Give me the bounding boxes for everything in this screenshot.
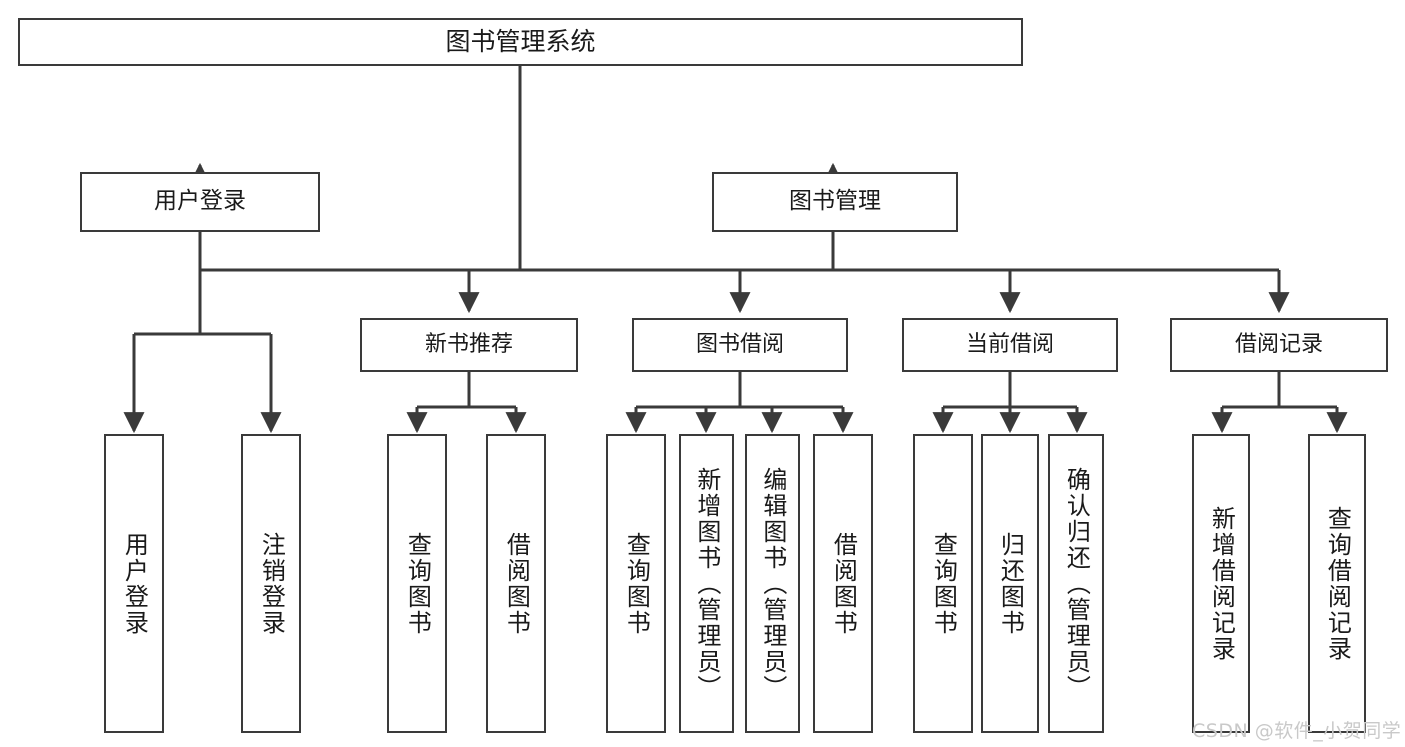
- node-book-borrow[interactable]: 图书借阅: [632, 318, 848, 372]
- leaf-borrow-book-1-label: 借阅图书: [502, 531, 531, 636]
- leaf-user-login[interactable]: 用户登录: [104, 434, 164, 733]
- node-new-book-recommend-label: 新书推荐: [424, 331, 513, 357]
- leaf-query-book-1-label: 查询图书: [403, 531, 432, 636]
- leaf-add-record[interactable]: 新增借阅记录: [1192, 434, 1250, 733]
- csdn-watermark: CSDN @软件_小贺同学: [1192, 720, 1402, 742]
- leaf-query-book-3[interactable]: 查询图书: [913, 434, 973, 733]
- node-borrow-record-label: 借阅记录: [1234, 331, 1323, 357]
- leaf-add-book[interactable]: 新增图书（管理员）: [679, 434, 734, 733]
- node-root[interactable]: 图书管理系统: [18, 18, 1023, 66]
- node-current-borrow[interactable]: 当前借阅: [902, 318, 1118, 372]
- leaf-borrow-book-1[interactable]: 借阅图书: [486, 434, 546, 733]
- node-book-management[interactable]: 图书管理: [712, 172, 958, 232]
- leaf-query-record[interactable]: 查询借阅记录: [1308, 434, 1366, 733]
- leaf-return-book-label: 归还图书: [996, 531, 1025, 636]
- leaf-user-login-label: 用户登录: [120, 531, 149, 636]
- node-new-book-recommend[interactable]: 新书推荐: [360, 318, 578, 372]
- leaf-return-book[interactable]: 归还图书: [981, 434, 1039, 733]
- leaf-confirm-return-label: 确认归还（管理员）: [1062, 466, 1091, 701]
- leaf-add-record-label: 新增借阅记录: [1207, 505, 1236, 662]
- leaf-confirm-return[interactable]: 确认归还（管理员）: [1048, 434, 1104, 733]
- node-user-login[interactable]: 用户登录: [80, 172, 320, 232]
- leaf-edit-book-label: 编辑图书（管理员）: [758, 466, 787, 701]
- leaf-edit-book[interactable]: 编辑图书（管理员）: [745, 434, 800, 733]
- node-user-login-label: 用户登录: [154, 188, 246, 215]
- node-borrow-record[interactable]: 借阅记录: [1170, 318, 1388, 372]
- node-book-management-label: 图书管理: [789, 188, 881, 215]
- node-root-label: 图书管理系统: [445, 27, 596, 56]
- leaf-borrow-book-2-label: 借阅图书: [829, 531, 858, 636]
- leaf-add-book-label: 新增图书（管理员）: [692, 466, 721, 701]
- leaf-query-book-2[interactable]: 查询图书: [606, 434, 666, 733]
- node-book-borrow-label: 图书借阅: [695, 331, 784, 357]
- leaf-query-book-3-label: 查询图书: [929, 531, 958, 636]
- leaf-user-logout-label: 注销登录: [257, 531, 286, 636]
- leaf-query-book-1[interactable]: 查询图书: [387, 434, 447, 733]
- node-current-borrow-label: 当前借阅: [965, 331, 1054, 357]
- leaf-query-record-label: 查询借阅记录: [1323, 505, 1352, 662]
- leaf-user-logout[interactable]: 注销登录: [241, 434, 301, 733]
- leaf-query-book-2-label: 查询图书: [622, 531, 651, 636]
- leaf-borrow-book-2[interactable]: 借阅图书: [813, 434, 873, 733]
